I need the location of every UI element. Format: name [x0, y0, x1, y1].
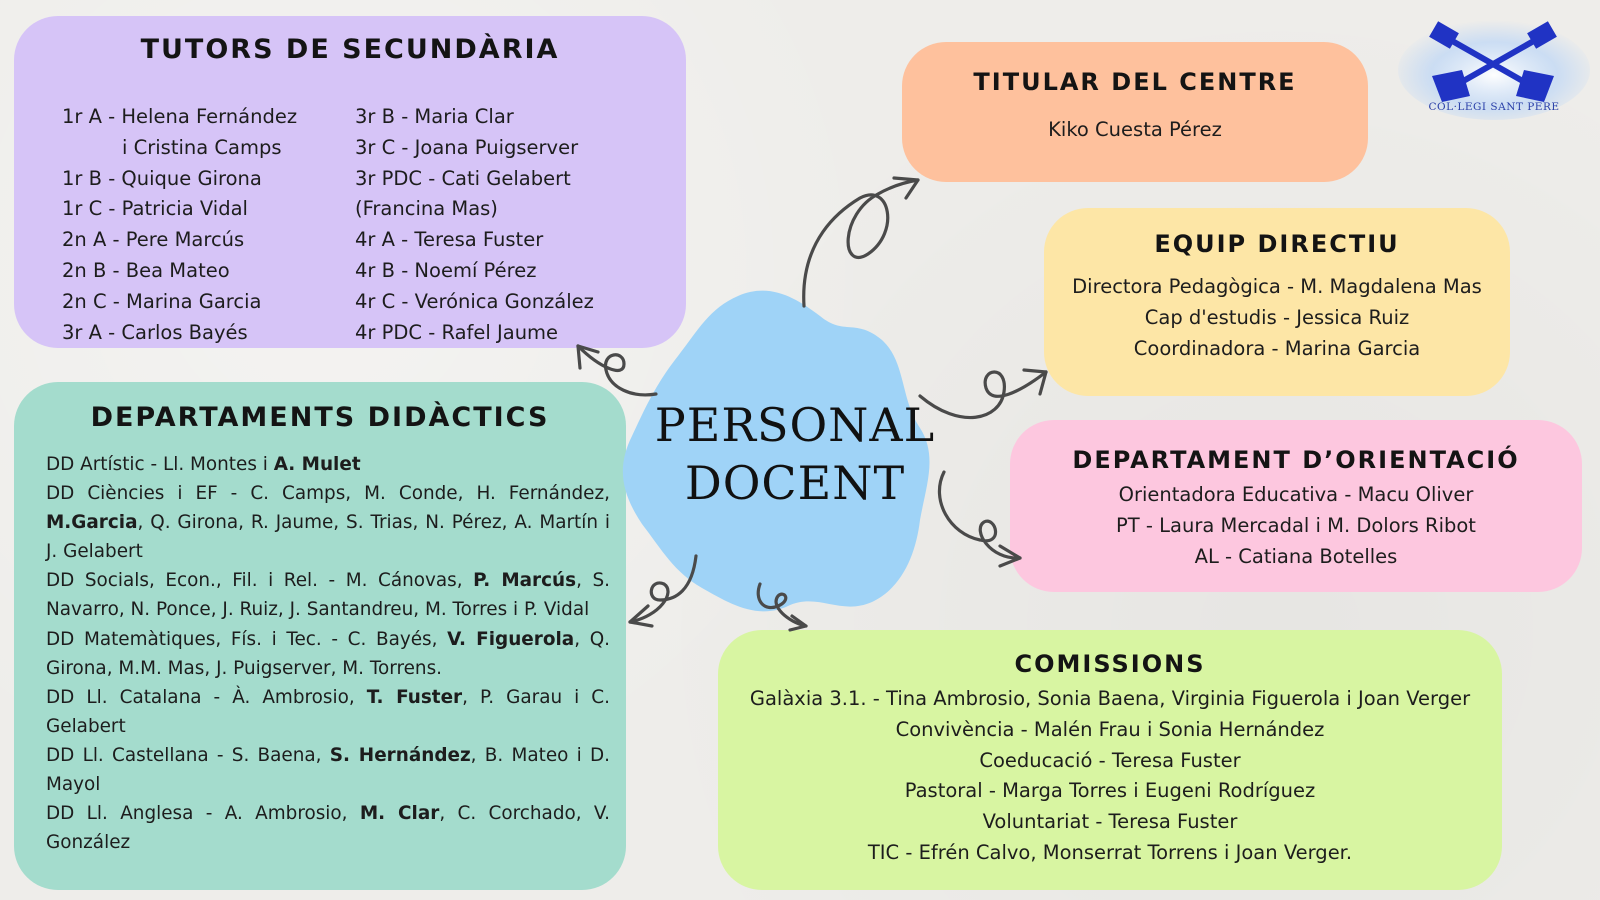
- orientacio-list: Orientadora Educativa - Macu Oliver PT -…: [1010, 480, 1582, 572]
- department-head: T. Fuster: [366, 686, 463, 708]
- tutor-item: 3r PDC - Cati Gelabert: [355, 166, 571, 190]
- department-text: , Q. Girona, R. Jaume, S. Trias, N. Pére…: [46, 512, 610, 563]
- departaments-panel: DEPARTAMENTS DIDÀCTICS DD Artístic - Ll.…: [14, 382, 626, 890]
- tutor-item: 1r B - Quique Girona: [62, 166, 262, 190]
- tutor-item: 3r A - Carlos Bayés: [62, 320, 248, 344]
- tutors-columns: 1r A - Helena Fernández i Cristina Camps…: [62, 102, 594, 348]
- department-head: M.Garcia: [46, 512, 138, 534]
- tutor-item: 4r A - Teresa Fuster: [355, 228, 544, 252]
- tutors-column-1: 1r A - Helena Fernández i Cristina Camps…: [62, 102, 355, 348]
- comissions-panel: COMISSIONS Galàxia 3.1. - Tina Ambrosio,…: [718, 630, 1502, 890]
- tutor-item: 4r B - Noemí Pérez: [355, 258, 537, 282]
- center-title-line: PERSONAL: [654, 398, 936, 452]
- department-head: S. Hernández: [329, 744, 471, 766]
- comissions-list: Galàxia 3.1. - Tina Ambrosio, Sonia Baen…: [718, 684, 1502, 869]
- equip-item: Cap d'estudis - Jessica Ruiz: [1144, 305, 1410, 329]
- department-item: DD Ll. Catalana - À. Ambrosio, T. Fuster…: [46, 683, 610, 741]
- comissio-item: Pastoral - Marga Torres i Eugeni Rodrígu…: [904, 779, 1316, 803]
- center-title: PERSONAL DOCENT: [640, 396, 950, 512]
- titular-title: TITULAR DEL CENTRE: [973, 68, 1297, 96]
- titular-panel: TITULAR DEL CENTRE Kiko Cuesta Pérez: [902, 42, 1368, 182]
- tutors-panel: TUTORS DE SECUNDÀRIA 1r A - Helena Ferná…: [14, 16, 686, 348]
- comissions-title: COMISSIONS: [1014, 650, 1206, 678]
- blob-shape: [622, 290, 930, 612]
- comissio-item: TIC - Efrén Calvo, Monserrat Torrens i J…: [867, 840, 1353, 864]
- equip-list: Directora Pedagògica - M. Magdalena Mas …: [1044, 272, 1510, 364]
- department-text: DD Ciències i EF - C. Camps, M. Conde, H…: [46, 483, 610, 505]
- tutors-title: TUTORS DE SECUNDÀRIA: [140, 34, 560, 65]
- departaments-list: DD Artístic - Ll. Montes i A. Mulet DD C…: [46, 450, 610, 857]
- logo-text: COL·LEGI SANT PERE: [1428, 101, 1560, 113]
- tutor-item: 1r C - Patricia Vidal: [62, 197, 248, 221]
- department-text: , P. Garau i C. Gelabert: [46, 686, 610, 737]
- key-bits: [1429, 21, 1557, 102]
- department-head: V. Figuerola: [447, 628, 575, 650]
- department-item: DD Artístic - Ll. Montes i A. Mulet: [46, 450, 610, 479]
- department-text: DD Socials, Econ., Fil. i Rel. - M. Cáno…: [46, 570, 474, 592]
- department-text: DD Matemàtiques, Fís. i Tec. - C. Bayés,: [46, 628, 448, 650]
- department-text: DD Ll. Anglesa - A. Ambrosio,: [46, 803, 360, 825]
- tutor-item: 3r B - Maria Clar: [355, 105, 514, 128]
- equip-item: Coordinadora - Marina Garcia: [1133, 336, 1421, 360]
- department-text: , C. Corchado, V. González: [46, 803, 610, 854]
- comissio-item: Convivència - Malén Frau i Sonia Hernánd…: [895, 717, 1325, 741]
- tutor-item: 4r C - Verónica González: [355, 289, 594, 313]
- department-item: DD Matemàtiques, Fís. i Tec. - C. Bayés,…: [46, 625, 610, 683]
- tutor-item: 2n B - Bea Mateo: [62, 258, 230, 282]
- equip-item: Directora Pedagògica - M. Magdalena Mas: [1072, 275, 1482, 298]
- tutor-item: 2n C - Marina Garcia: [62, 289, 262, 313]
- tutor-item: 2n A - Pere Marcús: [62, 228, 245, 252]
- tutor-item: i Cristina Camps: [122, 135, 282, 159]
- tutor-item: (Francina Mas): [355, 197, 498, 221]
- titular-name: Kiko Cuesta Pérez: [1048, 118, 1222, 141]
- tutor-item: 1r A - Helena Fernández: [62, 105, 298, 128]
- orientacio-item: AL - Catiana Botelles: [1194, 544, 1398, 568]
- comissio-item: Galàxia 3.1. - Tina Ambrosio, Sonia Baen…: [749, 687, 1471, 710]
- orientacio-item: PT - Laura Mercadal i M. Dolors Ribot: [1116, 513, 1476, 537]
- orientacio-item: Orientadora Educativa - Macu Oliver: [1118, 483, 1474, 506]
- orientacio-title: DEPARTAMENT D’ORIENTACIÓ: [1072, 446, 1520, 474]
- equip-panel: EQUIP DIRECTIU Directora Pedagògica - M.…: [1044, 208, 1510, 396]
- department-head: M. Clar: [359, 803, 440, 825]
- department-item: DD Socials, Econ., Fil. i Rel. - M. Cáno…: [46, 566, 610, 624]
- department-text: , Q. Girona, M.M. Mas, J. Puigserver, M.…: [46, 628, 611, 679]
- tutor-item: 4r PDC - Rafel Jaume: [355, 320, 559, 344]
- department-head: P. Marcús: [473, 570, 577, 592]
- department-item: DD Ll. Castellana - S. Baena, S. Hernánd…: [46, 741, 610, 799]
- tutor-item: 3r C - Joana Puigserver: [355, 135, 579, 159]
- department-item: DD Ciències i EF - C. Camps, M. Conde, H…: [46, 479, 610, 566]
- department-text: DD Artístic - Ll. Montes i: [46, 454, 274, 475]
- department-head: A. Mulet: [273, 454, 361, 475]
- departaments-title: DEPARTAMENTS DIDÀCTICS: [90, 402, 550, 433]
- department-text: DD Ll. Castellana - S. Baena,: [46, 744, 330, 766]
- tutors-column-2: 3r B - Maria Clar 3r C - Joana Puigserve…: [355, 102, 594, 348]
- comissio-item: Coeducació - Teresa Fuster: [979, 748, 1241, 772]
- center-title-line: DOCENT: [684, 456, 906, 510]
- department-text: DD Ll. Catalana - À. Ambrosio,: [46, 686, 367, 708]
- comissio-item: Voluntariat - Teresa Fuster: [982, 810, 1238, 834]
- school-logo: [1398, 20, 1590, 120]
- department-text: , B. Mateo i D. Mayol: [46, 744, 610, 796]
- department-text: , S. Navarro, N. Ponce, J. Ruiz, J. Sant…: [46, 570, 610, 621]
- orientacio-panel: DEPARTAMENT D’ORIENTACIÓ Orientadora Edu…: [1010, 420, 1582, 592]
- department-item: DD Ll. Anglesa - A. Ambrosio, M. Clar, C…: [46, 799, 610, 857]
- equip-title: EQUIP DIRECTIU: [1154, 230, 1400, 258]
- center-blob: [622, 290, 930, 612]
